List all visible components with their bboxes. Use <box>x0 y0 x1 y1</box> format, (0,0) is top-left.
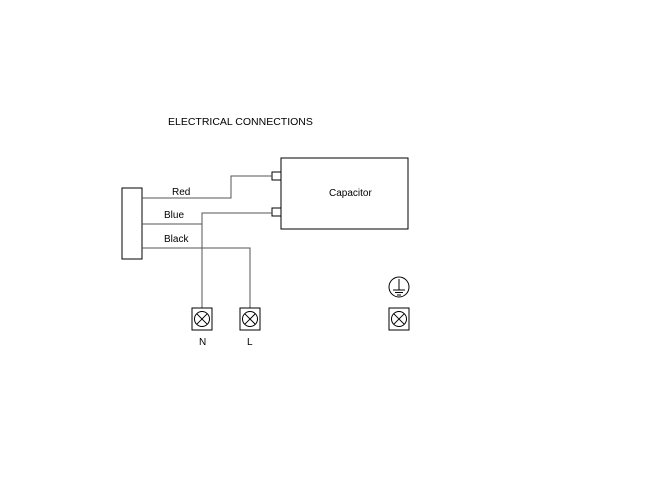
terminal-cross-icon <box>388 307 410 331</box>
terminal-neutral-label: N <box>199 337 206 348</box>
capacitor-label: Capacitor <box>329 188 372 199</box>
capacitor-box <box>280 157 409 230</box>
wire-red <box>142 175 272 199</box>
terminal-live-label: L <box>247 337 253 348</box>
wire-black-label: Black <box>164 234 189 245</box>
wire-black <box>142 247 251 308</box>
terminal-cross-icon <box>239 307 261 331</box>
earth-ground-icon <box>388 276 410 298</box>
motor-block <box>121 187 143 260</box>
wire-blue <box>142 212 272 308</box>
terminal-cross-icon <box>191 307 213 331</box>
wire-red-label: Red <box>172 187 190 198</box>
capacitor-terminal-lower <box>271 207 282 217</box>
capacitor-terminal-upper <box>271 171 282 181</box>
diagram-title: ELECTRICAL CONNECTIONS <box>168 116 313 128</box>
wire-blue-label: Blue <box>164 210 184 221</box>
